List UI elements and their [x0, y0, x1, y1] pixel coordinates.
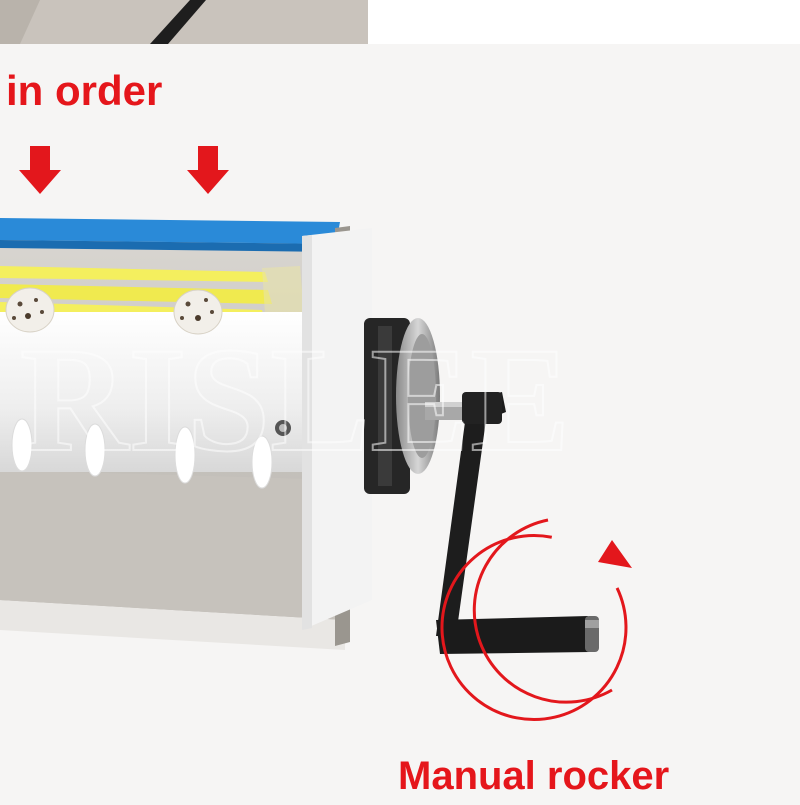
- quail-egg: [5, 287, 55, 333]
- white-end-plate: [302, 228, 372, 630]
- blue-bar: [0, 218, 340, 244]
- caption-manual-rocker: Manual rocker: [398, 754, 670, 798]
- down-arrow-icon: [187, 146, 229, 194]
- white-drum: [0, 312, 305, 489]
- quail-egg: [173, 289, 223, 335]
- caption-in-order: in order: [6, 67, 163, 114]
- rotate-arrow-icon: [440, 518, 632, 721]
- down-arrow-icon: [19, 146, 61, 194]
- watermark-text: RISLEE: [20, 317, 570, 483]
